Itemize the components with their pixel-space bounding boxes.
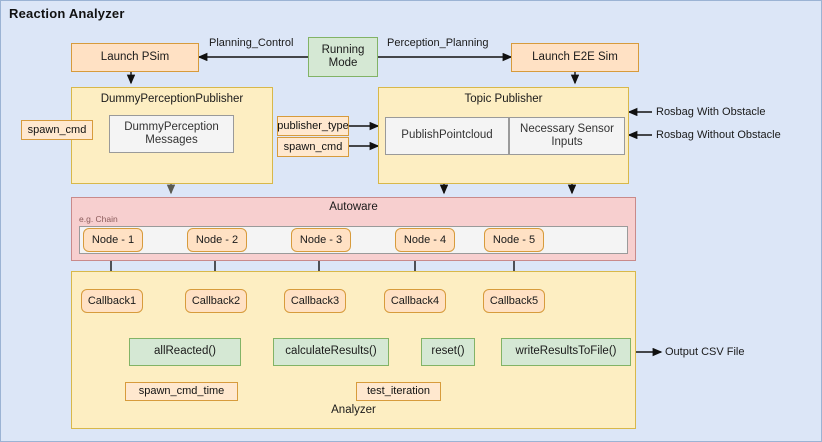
chain-node-2[interactable]: Node - 2: [187, 228, 247, 252]
input-rosbag-without-obstacle: Rosbag Without Obstacle: [656, 129, 781, 141]
dummy-perception-publisher-title: DummyPerceptionPublisher: [100, 93, 244, 105]
tag-spawn-cmd-time[interactable]: spawn_cmd_time: [125, 382, 238, 401]
callback-2[interactable]: Callback2: [185, 289, 247, 313]
chain-node-4-label: Node - 4: [403, 233, 447, 246]
page-title: Reaction Analyzer: [9, 6, 125, 21]
function-reset[interactable]: reset(): [421, 338, 475, 366]
function-all-reacted[interactable]: allReacted(): [129, 338, 241, 366]
callback-2-label: Callback2: [191, 294, 241, 307]
callback-4-label: Callback4: [390, 294, 440, 307]
input-rosbag-with-obstacle: Rosbag With Obstacle: [656, 106, 766, 118]
running-mode-box[interactable]: Running Mode: [308, 37, 378, 77]
topic-publisher-title: Topic Publisher: [464, 93, 543, 105]
function-all-reacted-label: allReacted(): [154, 345, 216, 358]
function-calculate-results[interactable]: calculateResults(): [273, 338, 389, 366]
running-mode-label-line1: Running: [321, 43, 365, 56]
function-write-results-to-file[interactable]: writeResultsToFile(): [501, 338, 631, 366]
chain-node-1[interactable]: Node - 1: [83, 228, 143, 252]
launch-e2e-sim-label: Launch E2E Sim: [532, 50, 618, 63]
autoware-title: Autoware: [329, 201, 378, 213]
function-calculate-results-label: calculateResults(): [285, 345, 377, 358]
chain-node-5[interactable]: Node - 5: [484, 228, 544, 252]
callback-5-label: Callback5: [489, 294, 539, 307]
chain-node-2-label: Node - 2: [195, 233, 239, 246]
edge-label-perception-planning: Perception_Planning: [387, 37, 489, 49]
output-csv-file-label: Output CSV File: [665, 346, 745, 358]
launch-psim-box[interactable]: Launch PSim: [71, 43, 199, 72]
chain-track: [79, 226, 628, 254]
callback-5[interactable]: Callback5: [483, 289, 545, 313]
tag-test-iteration[interactable]: test_iteration: [356, 382, 441, 401]
publish-pointcloud-box[interactable]: PublishPointcloud: [385, 117, 509, 155]
analyzer-title: Analyzer: [331, 404, 376, 416]
tag-spawn-cmd-right-label: spawn_cmd: [283, 140, 343, 153]
function-reset-label: reset(): [431, 345, 465, 358]
tag-spawn-cmd-left[interactable]: spawn_cmd: [21, 120, 93, 140]
function-write-results-to-file-label: writeResultsToFile(): [515, 345, 617, 358]
tag-spawn-cmd-time-label: spawn_cmd_time: [138, 385, 225, 398]
running-mode-label-line2: Mode: [328, 57, 358, 69]
dummy-perception-messages-line1: DummyPerception: [124, 120, 219, 133]
necessary-sensor-inputs-line2: Inputs: [551, 136, 583, 148]
dummy-perception-messages-line2: Messages: [145, 134, 198, 146]
tag-test-iteration-label: test_iteration: [367, 385, 430, 398]
chain-node-4[interactable]: Node - 4: [395, 228, 455, 252]
callback-3[interactable]: Callback3: [284, 289, 346, 313]
tag-spawn-cmd-left-label: spawn_cmd: [27, 123, 87, 136]
tag-spawn-cmd-right[interactable]: spawn_cmd: [277, 137, 349, 157]
callback-4[interactable]: Callback4: [384, 289, 446, 313]
callback-1-label: Callback1: [87, 294, 137, 307]
launch-psim-label: Launch PSim: [100, 50, 170, 63]
callback-3-label: Callback3: [290, 294, 340, 307]
chain-node-5-label: Node - 5: [492, 233, 536, 246]
eg-chain-note: e.g. Chain: [79, 214, 118, 224]
chain-node-3-label: Node - 3: [299, 233, 343, 246]
tag-publisher-type[interactable]: publisher_type: [277, 116, 349, 136]
dummy-perception-messages-box[interactable]: DummyPerception Messages: [109, 115, 234, 153]
launch-e2e-sim-box[interactable]: Launch E2E Sim: [511, 43, 639, 72]
callback-1[interactable]: Callback1: [81, 289, 143, 313]
chain-node-3[interactable]: Node - 3: [291, 228, 351, 252]
publish-pointcloud-label: PublishPointcloud: [401, 129, 493, 142]
chain-node-1-label: Node - 1: [91, 233, 135, 246]
necessary-sensor-inputs-line1: Necessary Sensor: [520, 122, 614, 135]
tag-publisher-type-label: publisher_type: [277, 119, 349, 132]
edge-label-planning-control: Planning_Control: [209, 37, 294, 49]
necessary-sensor-inputs-box[interactable]: Necessary Sensor Inputs: [509, 117, 625, 155]
